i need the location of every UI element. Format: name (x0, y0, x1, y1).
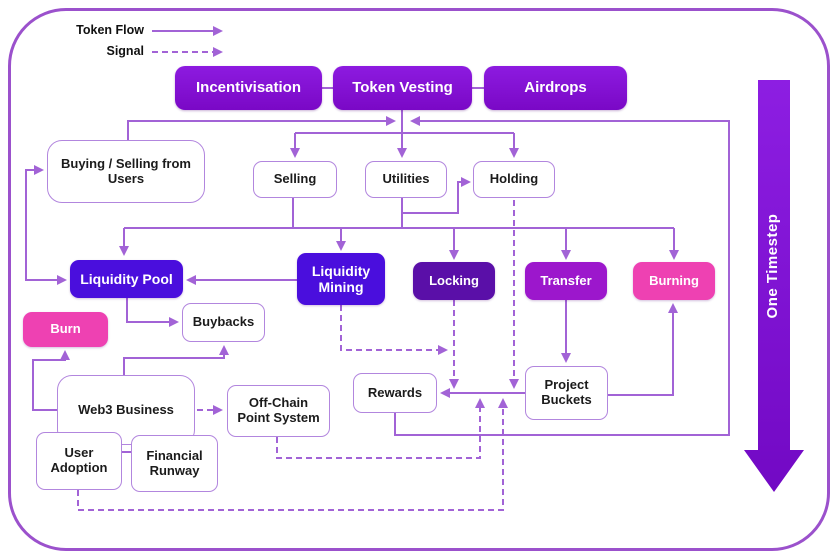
node-liquidity-mining: Liquidity Mining (297, 253, 385, 305)
node-burning: Burning (633, 262, 715, 300)
node-financial-runway: Financial Runway (131, 435, 218, 492)
node-utilities: Utilities (365, 161, 447, 198)
legend-signal-label: Signal (106, 44, 144, 58)
node-incentivisation: Incentivisation (175, 66, 322, 110)
node-burn: Burn (23, 312, 108, 347)
node-project-buckets: Project Buckets (525, 366, 608, 420)
node-liquidity-pool: Liquidity Pool (70, 260, 183, 298)
node-transfer: Transfer (525, 262, 607, 300)
node-locking: Locking (413, 262, 495, 300)
node-holding: Holding (473, 161, 555, 198)
node-token-vesting: Token Vesting (333, 66, 472, 110)
one-timestep-label: One Timestep (764, 213, 781, 319)
node-buybacks: Buybacks (182, 303, 265, 342)
node-rewards: Rewards (353, 373, 437, 413)
node-user-adoption: User Adoption (36, 432, 122, 490)
one-timestep-arrow (744, 80, 804, 492)
node-selling: Selling (253, 161, 337, 198)
node-off-chain-point-system: Off-Chain Point System (227, 385, 330, 437)
node-buying-selling-from-users: Buying / Selling from Users (47, 140, 205, 203)
node-airdrops: Airdrops (484, 66, 627, 110)
legend-token-flow-label: Token Flow (76, 23, 144, 37)
